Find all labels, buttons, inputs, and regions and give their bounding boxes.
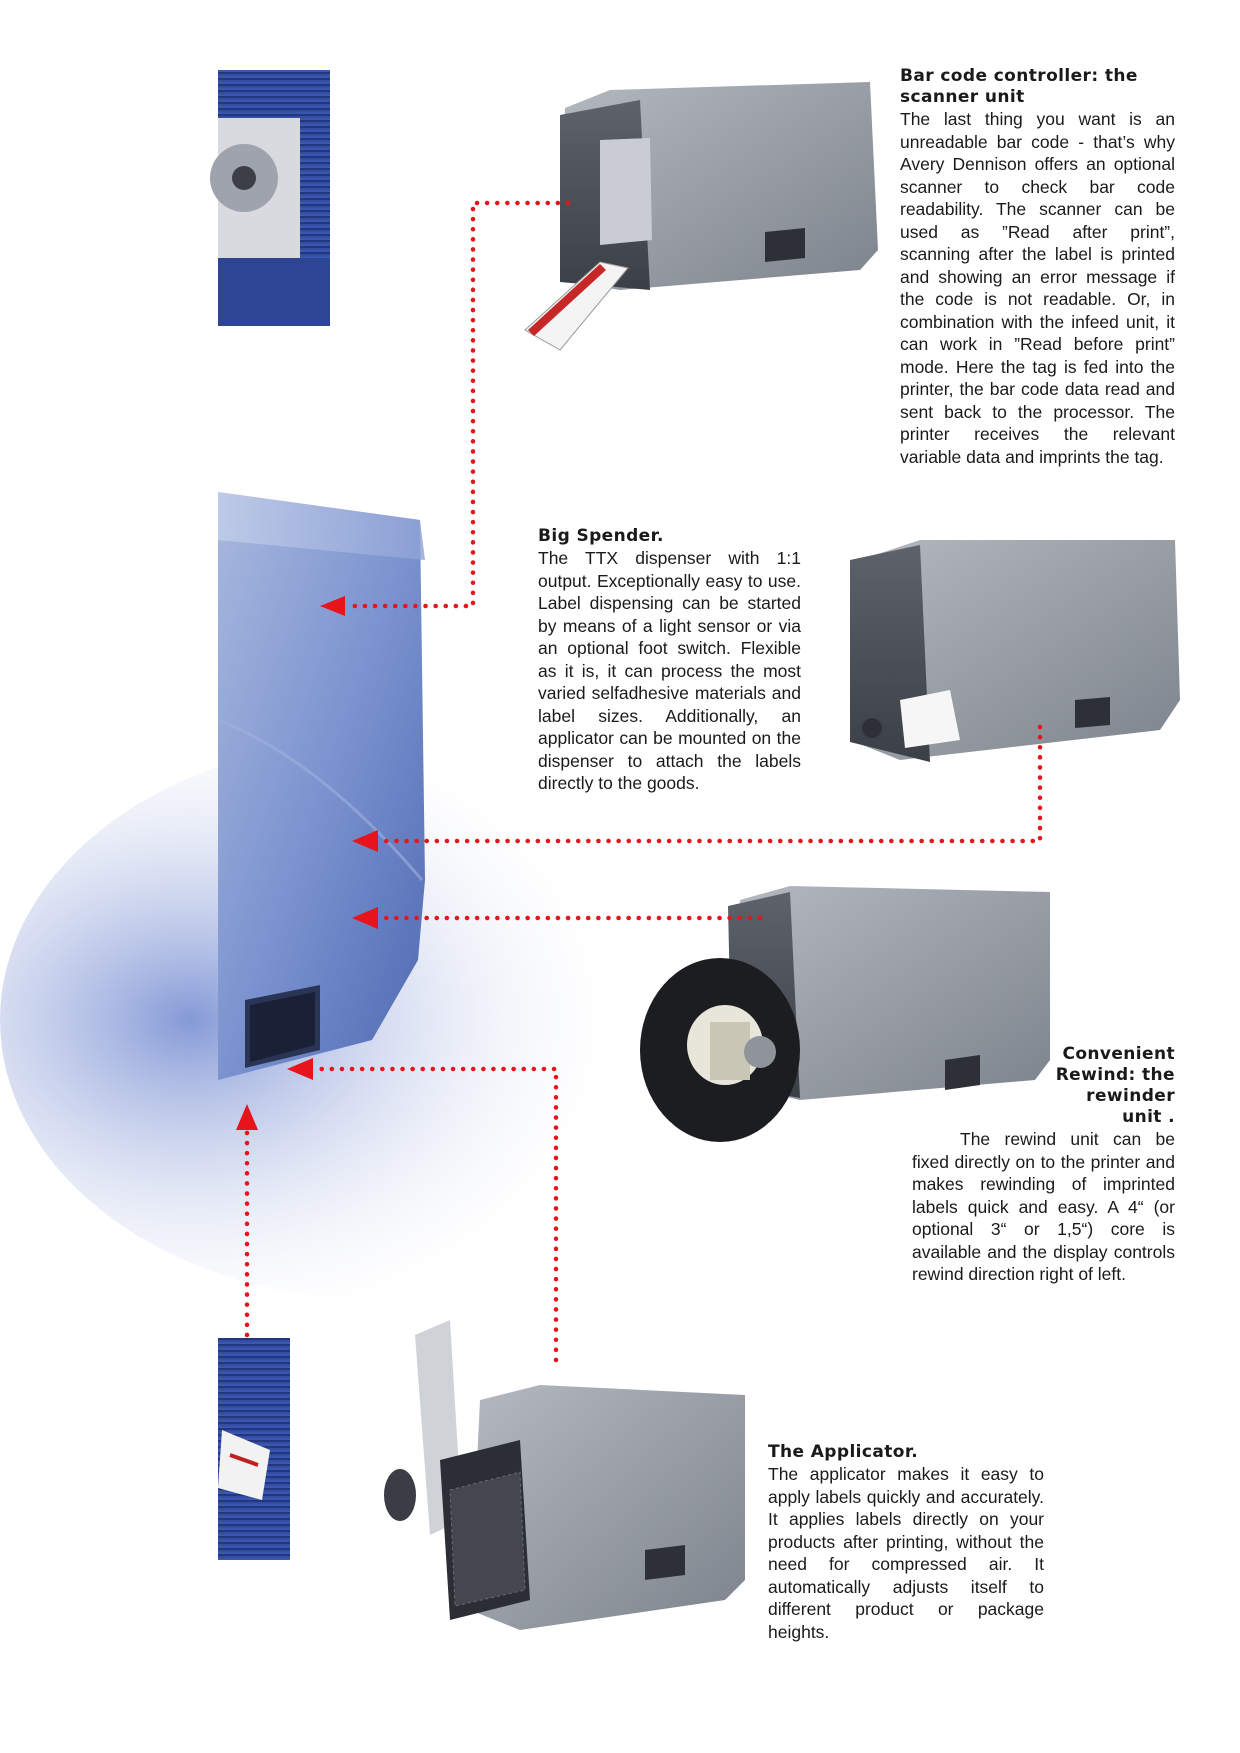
applicator-printer-image [384, 1320, 745, 1630]
spender-body: The TTX dispenser with 1:1 output. Excep… [538, 548, 801, 793]
spender-heading: Big Spender. [538, 526, 664, 546]
scanner-printer-image [524, 82, 878, 351]
bottom-left-photo [218, 1338, 290, 1560]
scanner-heading: Bar code controller: the scanner unit [900, 66, 1138, 107]
rewind-section: Convenient Rewind: the rewinder unit . T… [912, 1044, 1175, 1286]
rewinder-printer-image [640, 886, 1050, 1142]
large-printer-graphic [0, 492, 760, 1300]
arrow-up [236, 1104, 258, 1130]
scanner-section: Bar code controller: the scanner unit Th… [900, 66, 1175, 468]
applicator-heading: The Applicator. [768, 1442, 919, 1462]
rewind-body: The rewind unit can be fixed directly on… [912, 1129, 1175, 1284]
spender-section: Big Spender. The TTX dispenser with 1:1 … [538, 526, 801, 795]
arrow-scanner [320, 596, 345, 616]
arrow-applicator [287, 1058, 313, 1080]
connector-lines [236, 200, 1043, 1363]
scanner-body: The last thing you want is an unreadable… [900, 109, 1175, 467]
arrow-rewinder [352, 907, 378, 929]
top-left-photo [210, 70, 330, 326]
arrow-dispenser [352, 830, 378, 852]
rewind-heading: Convenient Rewind: the rewinder unit . [1055, 1044, 1175, 1127]
applicator-body: The applicator makes it easy to apply la… [768, 1464, 1044, 1642]
applicator-section: The Applicator. The applicator makes it … [768, 1442, 1044, 1643]
dispenser-printer-image [850, 540, 1180, 762]
